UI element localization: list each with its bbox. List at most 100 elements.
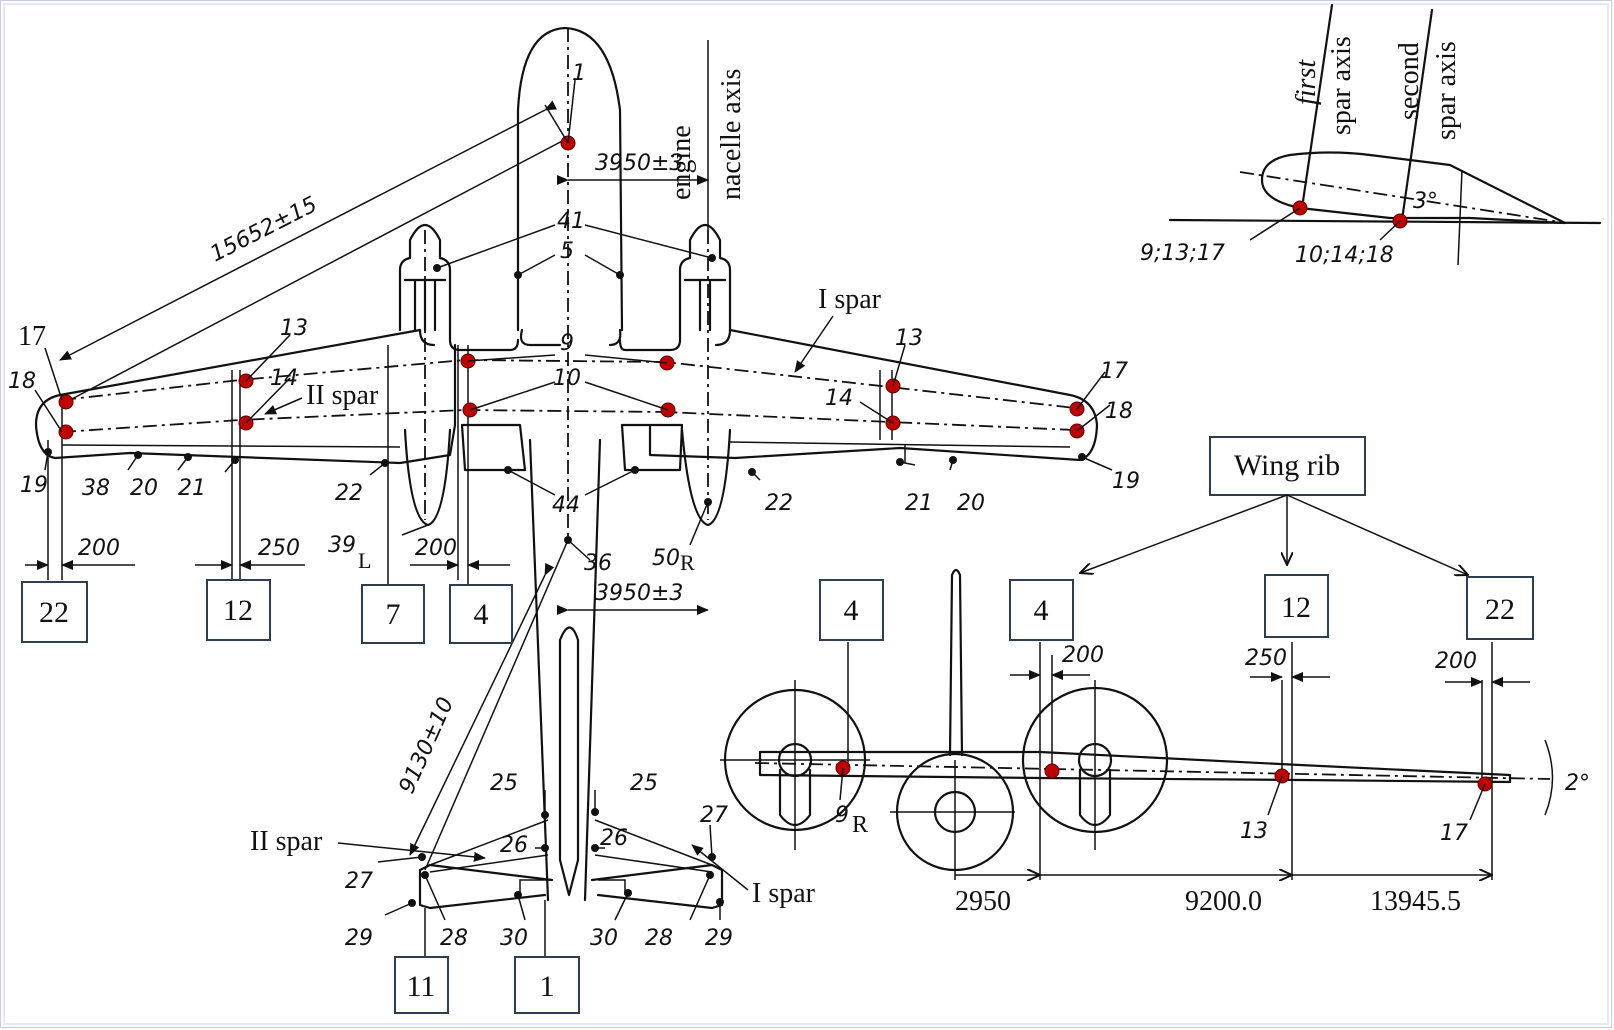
label-ii-spar-tail: II spar: [250, 826, 323, 857]
point-18-left: [58, 424, 74, 440]
wing-rib-box: Wing rib: [1209, 436, 1366, 496]
front-point-inboard: [1044, 763, 1060, 779]
label-point-18-right: 18: [1105, 399, 1133, 424]
label-point-22-right: 22: [765, 491, 793, 516]
front-rib-station-lines: [847, 642, 1493, 880]
tail-fin: [558, 626, 580, 897]
label-station-13945: 13945.5: [1370, 886, 1461, 917]
label-nacelle-axis: nacelle axis: [716, 69, 747, 200]
rib-station-lines: [47, 345, 893, 600]
front-rib-box-4-right: 4: [1009, 579, 1074, 641]
left-flap: [460, 423, 527, 472]
front-fin: [948, 568, 964, 757]
wing-rib-arrow-4: [1080, 494, 1288, 573]
label-first: first: [1291, 59, 1322, 105]
label-point-41: 41: [557, 209, 585, 234]
dim-rib4-text: 200: [415, 536, 457, 561]
aileron-lines: [61, 441, 1071, 463]
dim-wing-diagonal-text: 15652±15: [206, 192, 321, 267]
plan-view: 15652±15 3950±3 engine nacelle axis 3950…: [8, 26, 1140, 1014]
label-i-spar-tail: I spar: [752, 878, 816, 909]
front-rib-box-12: 12: [1264, 574, 1329, 638]
label-point-39: 39: [328, 533, 356, 558]
svg-text:22: 22: [1485, 593, 1515, 626]
ii-spar-tail-arrow: [337, 842, 486, 862]
dim-extension: [69, 137, 569, 401]
section-leaders: [1249, 207, 1401, 241]
dim-nacelle-bottom-text: 3950±3: [595, 581, 683, 606]
airfoil-outline: [1260, 151, 1567, 225]
point-17-left: [58, 394, 74, 410]
label-point-14-right: 14: [825, 386, 853, 411]
label-station-9200: 9200.0: [1185, 886, 1262, 917]
svg-text:Wing rib: Wing rib: [1234, 449, 1340, 482]
label-point-19-right: 19: [1112, 469, 1140, 494]
right-wing-outline: [648, 328, 1099, 462]
svg-text:22: 22: [39, 596, 69, 629]
label-point-39-sub: L: [358, 548, 371, 573]
wing-rib-arrow-22: [1286, 494, 1468, 575]
rib-box-4: 4: [449, 584, 513, 644]
first-spar-line: [61, 359, 1076, 409]
label-second-spar-points: 10;14;18: [1295, 243, 1394, 268]
label-i-spar-wing: I spar: [818, 284, 882, 315]
label-point-20-right: 20: [957, 491, 985, 516]
first-spar-axis: [1300, 3, 1334, 210]
label-front-point-9-sub: R: [852, 812, 868, 838]
wheel-centerlines: [890, 760, 1015, 880]
label-point-26-right: 26: [600, 826, 628, 851]
label-station-2950: 2950: [955, 886, 1011, 917]
right-flap: [620, 423, 684, 472]
leader-lines-plan: [34, 79, 1113, 921]
right-nacelle: [618, 223, 732, 352]
label-first-spar-points: 9;13;17: [1140, 241, 1225, 266]
prop-centerlines: [720, 680, 1096, 850]
label-point-29-left: 29: [345, 926, 373, 951]
label-point-30-left: 30: [500, 926, 528, 951]
label-point-29-right: 29: [705, 926, 733, 951]
label-point-25-left: 25: [490, 771, 518, 796]
label-point-13-right: 13: [895, 326, 923, 351]
ii-spar-wing-arrow: [264, 397, 303, 415]
tail-rib-lines: [424, 900, 546, 965]
second-spar-axis: [1400, 8, 1434, 222]
svg-text:7: 7: [386, 598, 401, 631]
front-rib-box-4-left: 4: [819, 579, 884, 641]
dim-rib12-text: 250: [258, 536, 300, 561]
label-point-36: 36: [584, 551, 612, 576]
i-spar-tail-arrow: [691, 844, 749, 891]
rib-box-12: 12: [206, 579, 271, 641]
label-point-38: 38: [82, 476, 110, 501]
label-point-19-left: 19: [20, 473, 48, 498]
dim-tail-extension: [424, 539, 569, 871]
airfoil-section-view: first spar axis second spar axis 3° 9;13…: [1140, 3, 1602, 268]
label-point-25-right: 25: [630, 771, 658, 796]
svg-text:12: 12: [1281, 591, 1311, 624]
label-dihedral-angle: 2°: [1565, 771, 1590, 796]
label-point-9: 9: [560, 331, 574, 356]
dim-tail-diagonal-text: 9130±10: [395, 694, 459, 798]
front-rib-box-22: 22: [1466, 576, 1534, 640]
label-second: second: [1394, 42, 1425, 120]
label-point-14-left: 14: [270, 366, 298, 391]
label-point-17-left: 17: [18, 321, 46, 352]
svg-text:4: 4: [1034, 594, 1049, 627]
label-point-21-left: 21: [178, 476, 206, 501]
svg-text:11: 11: [407, 970, 436, 1003]
front-wing: [758, 750, 1512, 784]
label-point-50: 50: [652, 546, 680, 571]
label-point-28-left: 28: [440, 926, 468, 951]
dihedral-arc: [1544, 739, 1554, 816]
front-dim-200b-text: 200: [1435, 649, 1477, 674]
label-point-28-right: 28: [645, 926, 673, 951]
front-leaders: [839, 767, 1486, 821]
left-stabilizer: [418, 863, 554, 910]
elevator-tabs: [519, 879, 626, 895]
rib-box-11: 11: [394, 956, 449, 1014]
reference-horizontal: [1168, 218, 1602, 225]
label-front-point-9: 9: [835, 803, 849, 828]
label-point-27-right: 27: [700, 803, 728, 828]
label-point-21-right: 21: [905, 491, 933, 516]
